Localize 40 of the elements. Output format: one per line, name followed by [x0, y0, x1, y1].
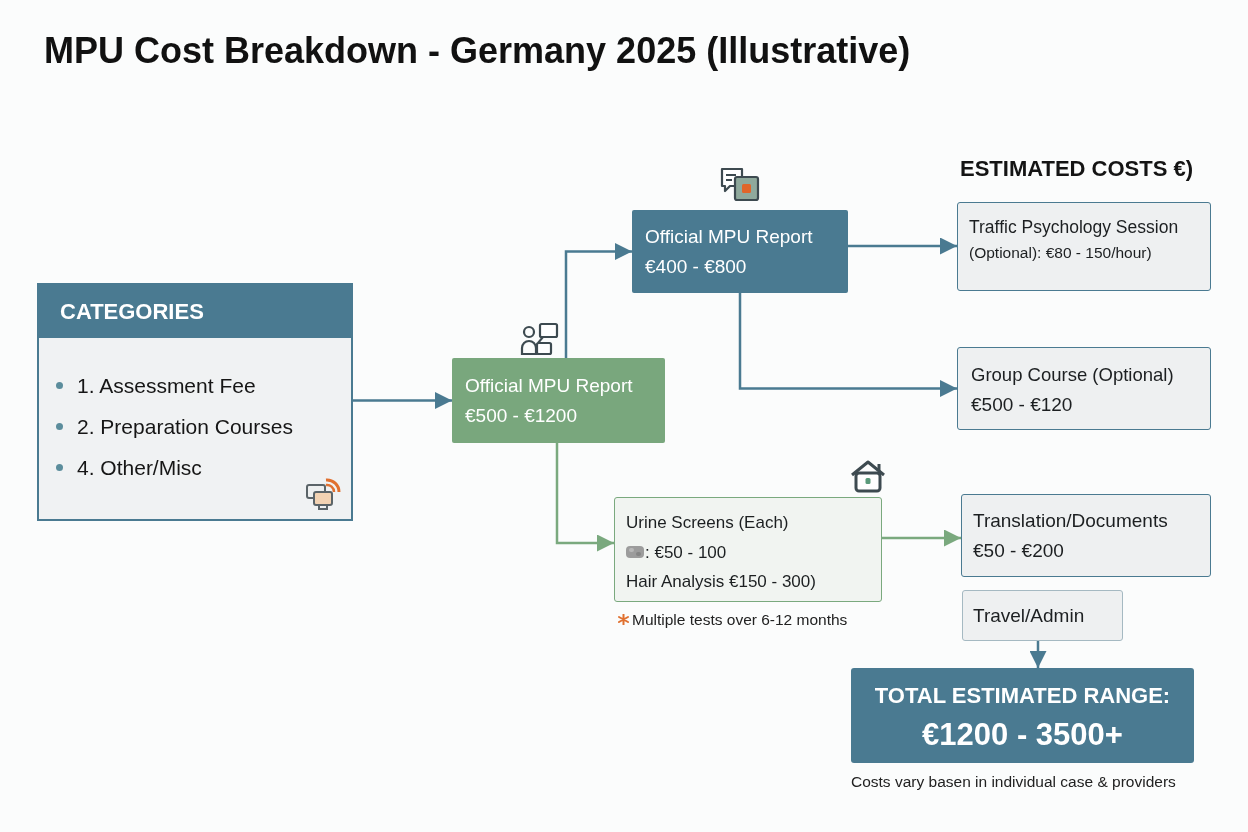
card-title: Translation/Documents [973, 509, 1169, 533]
diagram-title: MPU Cost Breakdown - Germany 2025 (Illustrative) [44, 30, 911, 72]
cost-box [632, 210, 848, 293]
cost-card [957, 202, 1211, 291]
cost-range: €400 - €800 [645, 255, 748, 279]
card-text: : €50 - 100 [645, 541, 727, 564]
note-text: Multiple tests over 6-12 months [632, 611, 848, 629]
list-item: 1. Assessment Fee [77, 373, 256, 398]
total-range: €1200 - 3500+ [921, 716, 1124, 754]
arrow [848, 237, 957, 255]
cost-range: €50 - €200 [973, 539, 1065, 563]
arrow [564, 243, 632, 358]
arrow [1029, 641, 1047, 668]
card-title: Urine Screens (Each) [626, 512, 790, 534]
card-text: Hair Analysis €150 - 300) [626, 571, 817, 593]
total-box [851, 668, 1194, 763]
cost-range: €500 - €120 [971, 393, 1074, 417]
test-card [614, 497, 882, 602]
card-text: (Optional): €80 - 150/hour) [969, 243, 1153, 263]
arrow [882, 529, 961, 547]
note-text: Costs vary basen in individual case & providers [851, 773, 1176, 791]
list-item: 2. Preparation Courses [77, 414, 293, 439]
total-heading: TOTAL ESTIMATED RANGE: [873, 682, 1172, 710]
cost-card [957, 347, 1211, 430]
cost-card [962, 590, 1123, 641]
list-item: 4. Other/Misc [77, 455, 202, 480]
panel-header: CATEGORIES [39, 285, 351, 338]
card-title: Travel/Admin [973, 604, 1086, 628]
box-title: Official MPU Report [465, 374, 634, 398]
cost-range: €500 - €1200 [465, 404, 578, 428]
cost-card [961, 494, 1211, 577]
card-title: Group Course (Optional) [971, 363, 1175, 387]
arrow [353, 392, 452, 409]
cost-box [452, 358, 665, 443]
box-title: Official MPU Report [645, 225, 814, 249]
arrow [555, 443, 614, 552]
arrow [738, 293, 957, 397]
card-title: Traffic Psychology Session [969, 216, 1180, 239]
category-panel [37, 283, 353, 521]
section-heading: ESTIMATED COSTS €) [960, 156, 1194, 182]
